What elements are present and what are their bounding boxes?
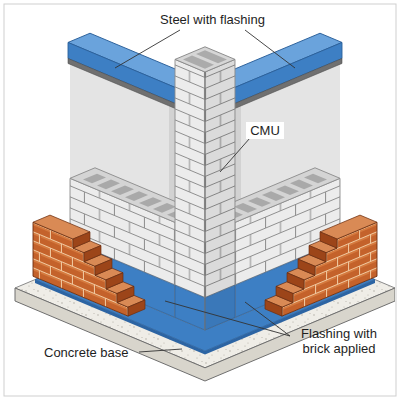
cmu-core xyxy=(83,174,106,184)
cmu-block-face xyxy=(205,59,235,330)
face-shade xyxy=(205,59,235,330)
pillar-right-face xyxy=(205,59,235,330)
cmu-core xyxy=(196,50,227,63)
pillar-top xyxy=(175,47,235,72)
brick-end-face xyxy=(84,246,101,262)
cmu-core xyxy=(153,203,176,213)
leader-lines xyxy=(115,30,295,352)
brick-courses xyxy=(33,222,128,316)
brick-end xyxy=(84,246,101,262)
cmu-core xyxy=(97,180,120,190)
brick-end xyxy=(117,286,134,302)
cmu-top xyxy=(175,47,235,72)
brick-face xyxy=(33,222,128,316)
brick-end xyxy=(128,300,145,316)
brick-end xyxy=(95,259,112,275)
frame xyxy=(4,4,396,396)
corner-edge xyxy=(205,72,206,330)
brick-veneer xyxy=(265,215,377,316)
callout-label: Steel with flashing xyxy=(150,12,275,27)
illustration xyxy=(15,30,395,381)
cmu-core xyxy=(139,197,162,207)
lintel-flashing xyxy=(68,42,180,105)
brick-end-face xyxy=(73,232,90,248)
leader-line xyxy=(245,302,290,336)
callout-label: Concrete base xyxy=(44,345,144,360)
leader-line xyxy=(139,349,182,352)
brick-end xyxy=(106,273,123,289)
callout-label: Flashing with brick applied xyxy=(290,326,388,356)
brick-end-face xyxy=(128,300,145,316)
wall-flashing xyxy=(205,285,235,330)
steel-angle xyxy=(68,58,180,110)
brick-end-face xyxy=(117,286,134,302)
leader-line xyxy=(165,301,290,336)
cmu-block-face xyxy=(175,59,205,330)
brick-end-face xyxy=(106,273,123,289)
cmu-core xyxy=(125,191,148,201)
leader-line xyxy=(115,30,180,68)
pillar-left-face xyxy=(175,59,205,330)
lintel-face xyxy=(68,42,180,110)
leader-line xyxy=(245,30,295,68)
leader-line xyxy=(220,138,250,172)
cmu-core xyxy=(111,185,134,195)
brick-end-face xyxy=(95,259,112,275)
brick-veneer xyxy=(33,215,145,316)
callout-label: CMU xyxy=(246,122,284,139)
brick-end xyxy=(73,232,90,248)
